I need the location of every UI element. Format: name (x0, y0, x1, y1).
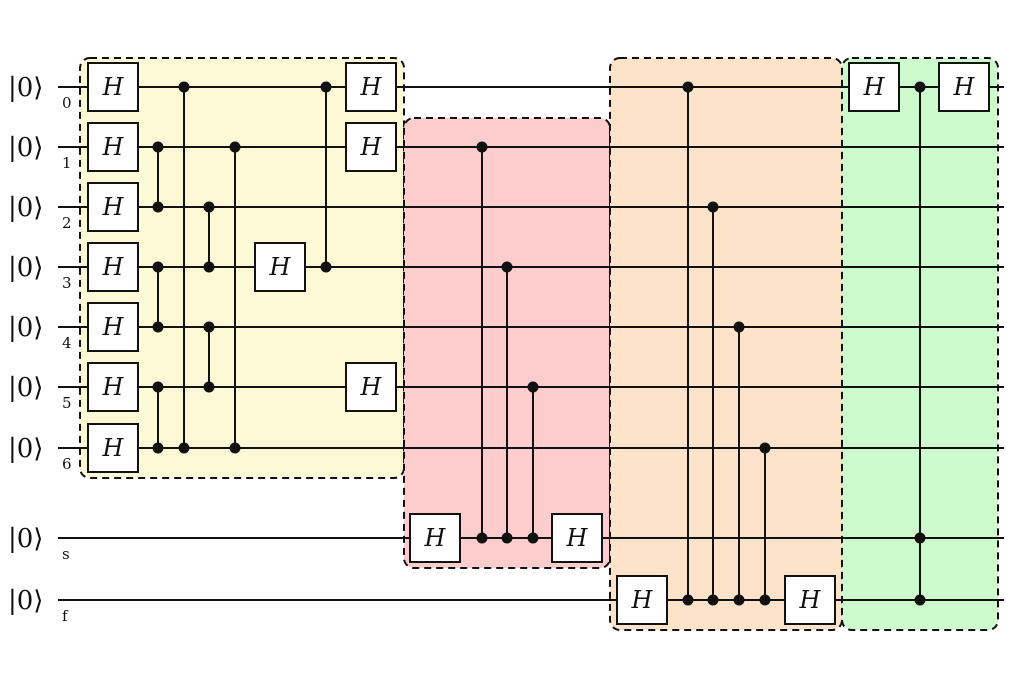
ket-q0: |0⟩ (8, 73, 43, 103)
h-gate-qf-b: H (784, 575, 836, 625)
gate-label: H (863, 73, 886, 101)
qubit-labels: |0⟩ 0 |0⟩ 1 |0⟩ 2 |0⟩ 3 |0⟩ 4 |0⟩ 5 |0⟩ … (8, 73, 72, 625)
h-gate-q5-b: H (345, 362, 397, 412)
control-dot (476, 532, 488, 544)
label-q3: 3 (62, 274, 72, 292)
control-dot (682, 81, 694, 93)
control-dot (527, 532, 539, 544)
label-q0: 0 (62, 94, 72, 112)
gate-label: H (360, 373, 383, 401)
control-dot (152, 442, 164, 454)
control-dot (178, 81, 190, 93)
control-dot (203, 261, 215, 273)
control-dot (682, 594, 694, 606)
control-dot (733, 594, 745, 606)
ket-q4: |0⟩ (8, 313, 43, 343)
control-lines (157, 87, 921, 600)
label-q5: 5 (62, 394, 72, 412)
h-gate-q3-b: H (254, 242, 306, 292)
control-dot (203, 201, 215, 213)
h-gate-q1-a: H (87, 122, 139, 172)
control-dot (914, 594, 926, 606)
gate-label: H (799, 586, 822, 614)
gate-label: H (102, 434, 125, 462)
ket-q2: |0⟩ (8, 193, 43, 223)
region-orange (609, 57, 843, 631)
ket-qs: |0⟩ (8, 524, 43, 554)
h-gate-q0-a: H (87, 62, 139, 112)
h-gate-q2-a: H (87, 182, 139, 232)
control-dot (152, 381, 164, 393)
control-dot (707, 594, 719, 606)
hadamard-gates: H H H H H H H H H H H H H H H H H (87, 62, 990, 625)
control-dot (203, 321, 215, 333)
control-dot (229, 442, 241, 454)
h-gate-qf-a: H (616, 575, 668, 625)
gate-label: H (360, 133, 383, 161)
control-dot (152, 201, 164, 213)
h-gate-q0-d: H (938, 62, 990, 112)
control-dot (178, 442, 190, 454)
control-dot (501, 261, 513, 273)
gate-label: H (102, 73, 125, 101)
control-dot (914, 81, 926, 93)
gate-label: H (360, 73, 383, 101)
gate-label: H (102, 133, 125, 161)
control-dot (320, 261, 332, 273)
control-dot (476, 141, 488, 153)
ket-q3: |0⟩ (8, 253, 43, 283)
gate-label: H (953, 73, 976, 101)
label-qf: f (62, 607, 69, 625)
control-dot (707, 201, 719, 213)
control-dot (759, 594, 771, 606)
label-q6: 6 (62, 455, 72, 473)
gate-label: H (102, 313, 125, 341)
gate-label: H (102, 253, 125, 281)
control-dot (229, 141, 241, 153)
h-gate-q1-b: H (345, 122, 397, 172)
h-gate-q4-a: H (87, 302, 139, 352)
gate-label: H (102, 193, 125, 221)
h-gate-q0-b: H (345, 62, 397, 112)
label-q2: 2 (62, 214, 72, 232)
gate-label: H (424, 524, 447, 552)
h-gate-q5-a: H (87, 362, 139, 412)
gate-label: H (566, 524, 589, 552)
ket-qf: |0⟩ (8, 586, 43, 616)
ket-q6: |0⟩ (8, 434, 43, 464)
control-dot (320, 81, 332, 93)
h-gate-q3-a: H (87, 242, 139, 292)
control-dot (501, 532, 513, 544)
control-dot (152, 261, 164, 273)
control-dot (733, 321, 745, 333)
gate-label: H (631, 586, 654, 614)
control-dot (527, 381, 539, 393)
control-dot (914, 532, 926, 544)
h-gate-qs-b: H (551, 513, 603, 563)
h-gate-q6-a: H (87, 423, 139, 473)
control-dot (152, 141, 164, 153)
control-dot (203, 381, 215, 393)
label-qs: s (62, 545, 70, 563)
h-gate-q0-c: H (848, 62, 900, 112)
label-q1: 1 (62, 154, 72, 172)
h-gate-qs-a: H (409, 513, 461, 563)
control-dot (152, 321, 164, 333)
ket-q5: |0⟩ (8, 373, 43, 403)
control-dot (759, 442, 771, 454)
gate-label: H (269, 253, 292, 281)
control-dots (152, 81, 926, 606)
ket-q1: |0⟩ (8, 133, 43, 163)
gate-label: H (102, 373, 125, 401)
label-q4: 4 (62, 334, 72, 352)
